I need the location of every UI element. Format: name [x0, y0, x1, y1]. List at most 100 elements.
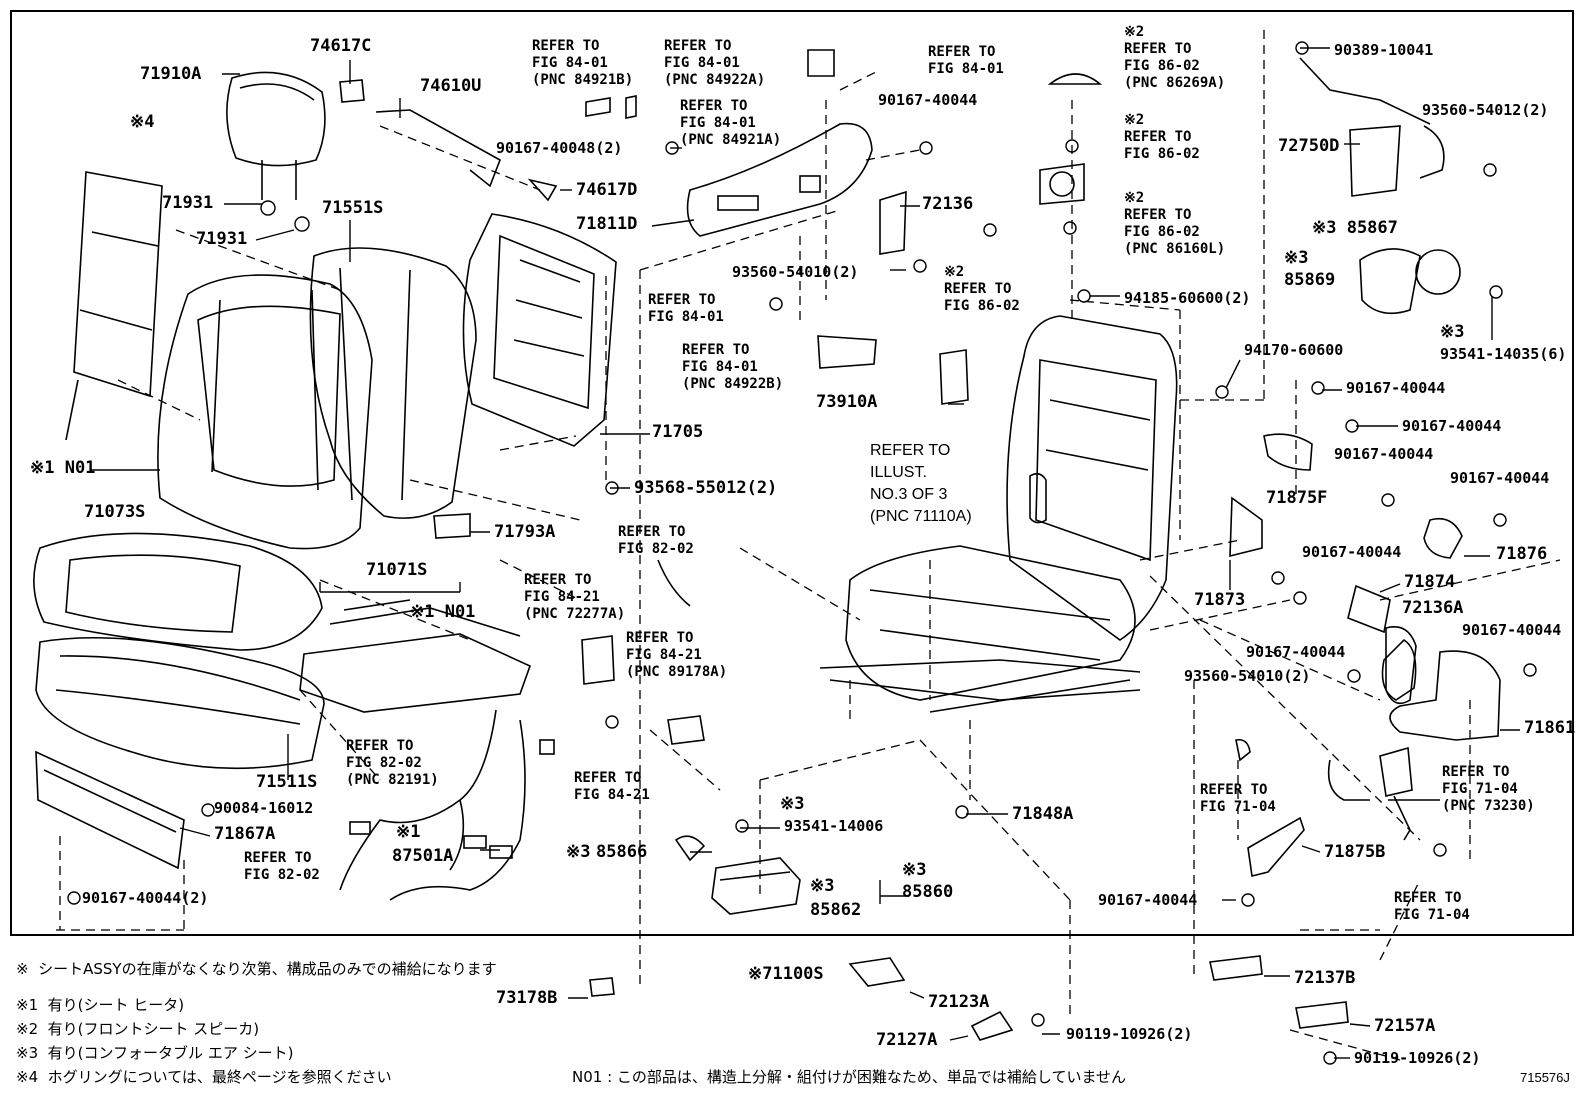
part-label-85867: ※3 85867: [1312, 218, 1398, 238]
refer-to-fig-84-01-84921A: REFER TO FIG 84-01 (PNC 84921A): [680, 98, 782, 148]
refer-to-illust-no3: REFER TO ILLUST. NO.3 OF 3 (PNC 71110A): [870, 442, 972, 525]
part-label-71931-upper: 71931: [162, 193, 214, 213]
refer-to-fig-84-21-89178A: REFER TO FIG 84-21 (PNC 89178A): [626, 630, 728, 680]
part-label-93560-54010-upper: 93560-54010(2): [732, 263, 859, 281]
fasteners-drawing: [67, 41, 1537, 1065]
air-seat-parts-drawing: [1299, 57, 1461, 315]
part-label-85860: 85860: [902, 882, 954, 902]
part-label-93541-14035: 93541-14035(6): [1440, 345, 1567, 363]
refer-to-fig-84-01-84922B: REFER TO FIG 84-01 (PNC 84922B): [682, 342, 784, 392]
bracket-drawing: [879, 190, 1463, 877]
part-label-93560-54010-lower: 93560-54010(2): [1184, 667, 1311, 685]
part-label-N01-back: ※1 N01: [30, 458, 96, 478]
small-parts-drawing: [339, 49, 1349, 1041]
speaker-drawing: [1039, 73, 1103, 205]
part-label-71874: 71874: [1404, 572, 1456, 592]
refer-to-fig-71-04-right: REFER TO FIG 71-04: [1394, 890, 1470, 923]
part-label-93560-54012: 93560-54012(2): [1422, 101, 1549, 119]
part-label-hog-ring-mark: ※4: [130, 112, 155, 132]
part-label-N01-mark-harness: ※1: [396, 822, 421, 842]
footnote-3-comfortable-air-seat: ※3 有り(コンフォータブル エア シート): [16, 1044, 294, 1062]
part-label-85862: 85862: [810, 900, 862, 920]
refer-to-fig-86-02-86160L: ※2 REFER TO FIG 86-02 (PNC 86160L): [1124, 190, 1226, 257]
part-label-71793A: 71793A: [494, 522, 556, 542]
part-label-72136: 72136: [922, 194, 974, 214]
seat-frame-drawing: [819, 315, 1178, 713]
part-label-87501A: 87501A: [392, 846, 454, 866]
part-label-93541-14006: 93541-14006: [784, 817, 884, 835]
part-label-73910A: 73910A: [816, 392, 878, 412]
seatback-panel-drawing: [462, 213, 617, 447]
side-trim-drawing: [686, 122, 873, 237]
refer-to-fig-84-01-mid: REFER TO FIG 84-01: [648, 292, 724, 325]
footnote-assy-supply: ※ シートASSYの在庫がなくなり次第、構成品のみでの補給になります: [16, 960, 497, 978]
part-label-71100S: ※71100S: [748, 964, 824, 984]
part-label-90119-10926-right: 90119-10926(2): [1354, 1049, 1481, 1067]
part-label-71071S: 71071S: [366, 560, 428, 580]
part-label-71811D: 71811D: [576, 214, 638, 234]
part-label-85862-mark: ※3: [810, 876, 835, 896]
part-label-94185-60600: 94185-60600(2): [1124, 289, 1251, 307]
part-label-90167-40044-r5: 90167-40044: [1302, 543, 1402, 561]
refer-to-fig-84-21-bottom: REFER TO FIG 84-21: [574, 770, 650, 803]
part-label-74610U: 74610U: [420, 76, 482, 96]
switch-module-drawing: [674, 835, 801, 915]
seatback-board-drawing: [65, 171, 163, 441]
part-label-90167-40044-r2: 90167-40044: [1402, 417, 1502, 435]
headrest-drawing: [226, 71, 326, 200]
part-label-72157A: 72157A: [1374, 1016, 1436, 1036]
seat-cushion-cover-drawing: [33, 532, 323, 651]
part-label-85866-mark: ※3: [566, 842, 591, 862]
part-label-71705: 71705: [652, 422, 704, 442]
part-label-73178B: 73178B: [496, 988, 558, 1008]
part-label-90167-40048: 90167-40048(2): [496, 139, 623, 157]
refer-to-fig-86-02-speaker: ※2 REFER TO FIG 86-02: [1124, 112, 1200, 162]
refer-to-fig-84-01-top: REFER TO FIG 84-01: [928, 44, 1004, 77]
part-label-71910A: 71910A: [140, 64, 202, 84]
part-label-71876: 71876: [1496, 544, 1548, 564]
part-label-90167-40044-r4: 90167-40044: [1450, 469, 1550, 487]
refer-to-fig-71-04-left: REFER TO FIG 71-04: [1200, 782, 1276, 815]
seatback-pad-drawing: [309, 247, 477, 519]
part-label-72136A: 72136A: [1402, 598, 1464, 618]
part-label-71875B: 71875B: [1324, 842, 1386, 862]
part-label-90167-40044-r8: 90167-40044: [1098, 891, 1198, 909]
refer-to-fig-84-01-84922A: REFER TO FIG 84-01 (PNC 84922A): [664, 38, 766, 88]
refer-to-fig-82-02-clip: REFER TO FIG 82-02: [618, 524, 694, 557]
part-label-90167-40044-r1: 90167-40044: [1346, 379, 1446, 397]
seatback-cover-drawing: [157, 274, 373, 550]
part-label-71511S: 71511S: [256, 772, 318, 792]
part-label-90167-40044-r3: 90167-40044: [1334, 445, 1434, 463]
part-label-85860-mark: ※3: [902, 860, 927, 880]
footnote-N01-not-supplied: N01 : この部品は、構造上分解・組付けが困難なため、単品では補給していません: [572, 1068, 1127, 1086]
seat-shield-drawing: [35, 750, 185, 870]
part-label-71931-lower: 71931: [196, 229, 248, 249]
part-label-90167-40044-r6: 90167-40044: [1462, 621, 1562, 639]
wire-harness-drawing: [339, 709, 555, 901]
part-label-90167-40044-r7: 90167-40044: [1246, 643, 1346, 661]
part-label-N01-heater: ※1 N01: [410, 602, 476, 622]
seat-cushion-pad-drawing: [35, 636, 325, 770]
refer-to-fig-82-02-82191: REFER TO FIG 82-02 (PNC 82191): [346, 738, 439, 788]
part-label-93568-55012: 93568-55012(2): [634, 478, 778, 498]
footnote-1-seat-heater: ※1 有り(シート ヒータ): [16, 996, 185, 1014]
part-label-85869: 85869: [1284, 270, 1336, 290]
refer-to-fig-82-02-harness: REFER TO FIG 82-02: [244, 850, 320, 883]
part-label-71073S: 71073S: [84, 502, 146, 522]
part-label-71875F: 71875F: [1266, 488, 1328, 508]
part-label-74617C: 74617C: [310, 36, 372, 56]
part-label-71867A: 71867A: [214, 824, 276, 844]
belt-buckle-drawing: [1327, 746, 1413, 841]
illustration-code: 715576J: [1520, 1070, 1570, 1085]
refer-to-fig-71-04-73230: REFER TO FIG 71-04 (PNC 73230): [1442, 764, 1535, 814]
footnote-4-hog-ring: ※4 ホグリングについては、最終ページを参照ください: [16, 1068, 392, 1086]
part-label-90084-16012: 90084-16012: [214, 799, 314, 817]
part-label-90119-10926-left: 90119-10926(2): [1066, 1025, 1193, 1043]
refer-to-fig-84-01-84921B: REFER TO FIG 84-01 (PNC 84921B): [532, 38, 634, 88]
part-label-71551S: 71551S: [322, 198, 384, 218]
part-label-72123A: 72123A: [928, 992, 990, 1012]
part-label-71848A: 71848A: [1012, 804, 1074, 824]
part-label-90167-40044-top: 90167-40044: [878, 91, 978, 109]
footnote-2-front-speaker: ※2 有り(フロントシート スピーカ): [16, 1020, 260, 1038]
